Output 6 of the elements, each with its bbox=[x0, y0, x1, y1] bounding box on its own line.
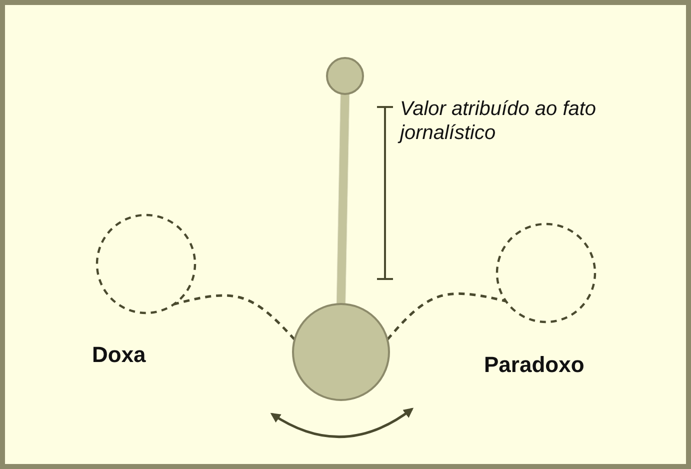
swing-path bbox=[174, 294, 296, 340]
paradoxo-label: Paradoxo bbox=[484, 352, 586, 378]
value-caption: Valor atribuído ao fato jornalístico bbox=[400, 97, 630, 145]
pendulum-rod bbox=[337, 94, 349, 304]
swing-path bbox=[386, 292, 506, 340]
doxa-label: Doxa bbox=[92, 342, 147, 368]
